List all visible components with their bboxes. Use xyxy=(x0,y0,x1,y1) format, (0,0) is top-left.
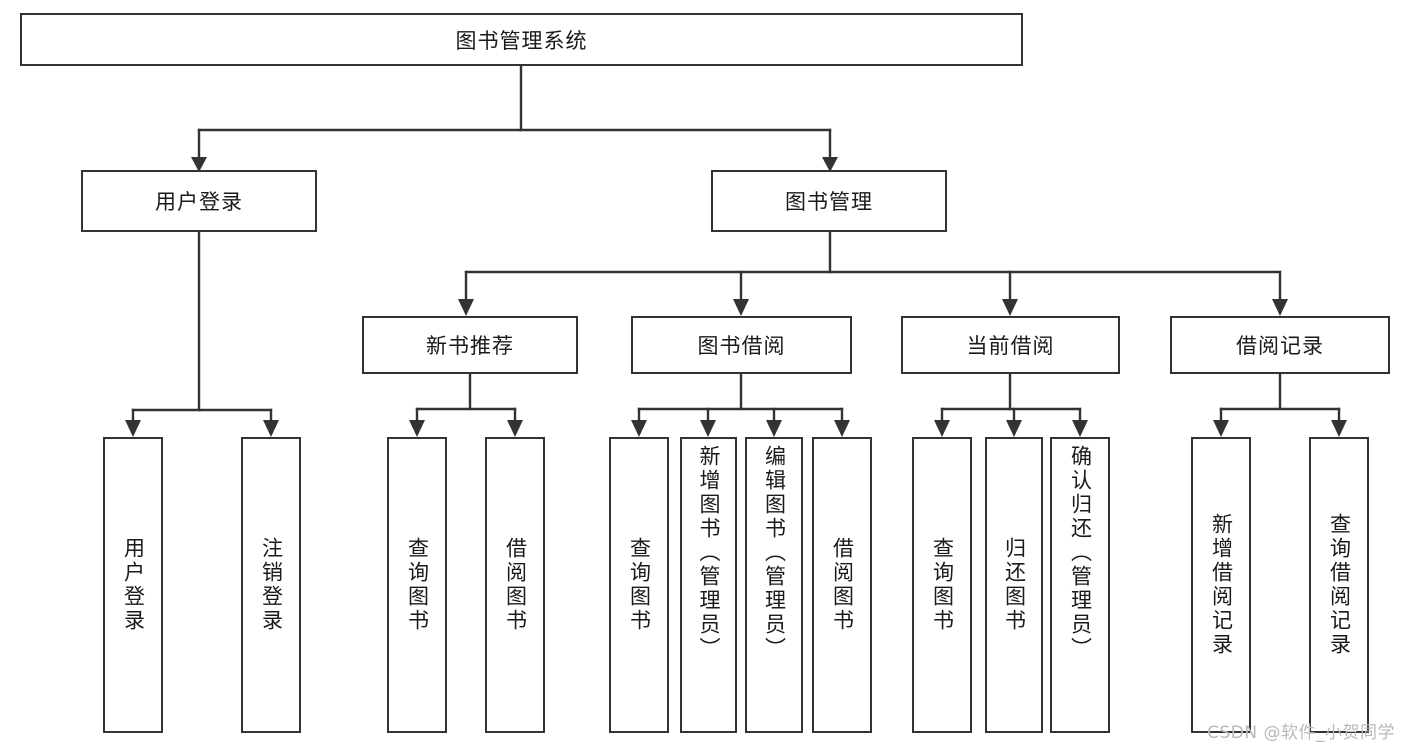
arrow-head-icon xyxy=(1213,420,1229,437)
arrow-head-icon xyxy=(822,157,838,172)
leaf-label-book-borrow-query-book: 查询图书 xyxy=(627,537,652,633)
leaf-book-borrow-add-book-admin[interactable]: 新增图书（管理员） xyxy=(680,437,737,733)
leaf-user-login-logout[interactable]: 注销登录 xyxy=(241,437,301,733)
leaf-borrow-record-query-record[interactable]: 查询借阅记录 xyxy=(1309,437,1369,733)
leaf-user-login-login[interactable]: 用户登录 xyxy=(103,437,163,733)
arrow-head-icon xyxy=(191,157,207,172)
connector-group xyxy=(125,64,1347,437)
node-label-current-borrow: 当前借阅 xyxy=(966,334,1055,358)
node-label-book-management: 图书管理 xyxy=(785,190,873,214)
node-label-book-borrow: 图书借阅 xyxy=(697,334,786,358)
leaf-borrow-record-add-record[interactable]: 新增借阅记录 xyxy=(1191,437,1251,733)
node-current-borrow[interactable]: 当前借阅 xyxy=(901,316,1120,374)
node-book-management[interactable]: 图书管理 xyxy=(711,170,947,232)
leaf-label-book-borrow-borrow-book: 借阅图书 xyxy=(830,537,855,633)
leaf-label-borrow-record-add-record: 新增借阅记录 xyxy=(1209,513,1234,657)
leaf-label-current-borrow-query-book: 查询图书 xyxy=(930,537,955,633)
node-root-book-management-system[interactable]: 图书管理系统 xyxy=(20,13,1023,66)
node-book-borrow[interactable]: 图书借阅 xyxy=(631,316,852,374)
leaf-label-user-login-login: 用户登录 xyxy=(121,537,146,633)
leaf-book-borrow-borrow-book[interactable]: 借阅图书 xyxy=(812,437,872,733)
arrow-head-icon xyxy=(700,420,716,437)
arrow-head-icon xyxy=(1002,299,1018,316)
node-label-root: 图书管理系统 xyxy=(455,28,588,53)
node-borrow-record[interactable]: 借阅记录 xyxy=(1170,316,1390,374)
arrow-head-icon xyxy=(1272,299,1288,316)
leaf-current-borrow-confirm-return-admin[interactable]: 确认归还（管理员） xyxy=(1050,437,1110,733)
arrow-head-icon xyxy=(834,420,850,437)
node-new-book-recommend[interactable]: 新书推荐 xyxy=(362,316,578,374)
arrow-head-icon xyxy=(1072,420,1088,437)
leaf-label-borrow-record-query-record: 查询借阅记录 xyxy=(1327,513,1352,657)
leaf-label-current-borrow-confirm-return-admin: 确认归还（管理员） xyxy=(1068,445,1093,661)
node-label-user-login: 用户登录 xyxy=(155,190,243,214)
arrow-head-icon xyxy=(507,420,523,437)
arrow-head-icon xyxy=(733,299,749,316)
leaf-new-book-query-book[interactable]: 查询图书 xyxy=(387,437,447,733)
leaf-label-book-borrow-edit-book-admin: 编辑图书（管理员） xyxy=(762,445,787,661)
arrow-head-icon xyxy=(458,299,474,316)
arrow-head-icon xyxy=(934,420,950,437)
node-label-new-book-recommend: 新书推荐 xyxy=(426,334,514,358)
node-user-login[interactable]: 用户登录 xyxy=(81,170,317,232)
leaf-current-borrow-query-book[interactable]: 查询图书 xyxy=(912,437,972,733)
leaf-book-borrow-query-book[interactable]: 查询图书 xyxy=(609,437,669,733)
leaf-book-borrow-edit-book-admin[interactable]: 编辑图书（管理员） xyxy=(745,437,803,733)
arrow-head-icon xyxy=(263,420,279,437)
arrow-head-icon xyxy=(766,420,782,437)
node-label-borrow-record: 借阅记录 xyxy=(1236,334,1324,358)
leaf-label-book-borrow-add-book-admin: 新增图书（管理员） xyxy=(697,445,721,661)
leaf-label-new-book-query-book: 查询图书 xyxy=(405,537,430,633)
leaf-label-new-book-borrow-book: 借阅图书 xyxy=(503,537,528,633)
arrow-head-icon xyxy=(631,420,647,437)
leaf-new-book-borrow-book[interactable]: 借阅图书 xyxy=(485,437,545,733)
arrow-head-icon xyxy=(1331,420,1347,437)
leaf-current-borrow-return-book[interactable]: 归还图书 xyxy=(985,437,1043,733)
arrow-head-icon xyxy=(409,420,425,437)
arrow-head-icon xyxy=(1006,420,1022,437)
leaf-label-current-borrow-return-book: 归还图书 xyxy=(1002,537,1027,633)
leaf-label-user-login-logout: 注销登录 xyxy=(259,537,284,633)
arrow-head-icon xyxy=(125,420,141,437)
